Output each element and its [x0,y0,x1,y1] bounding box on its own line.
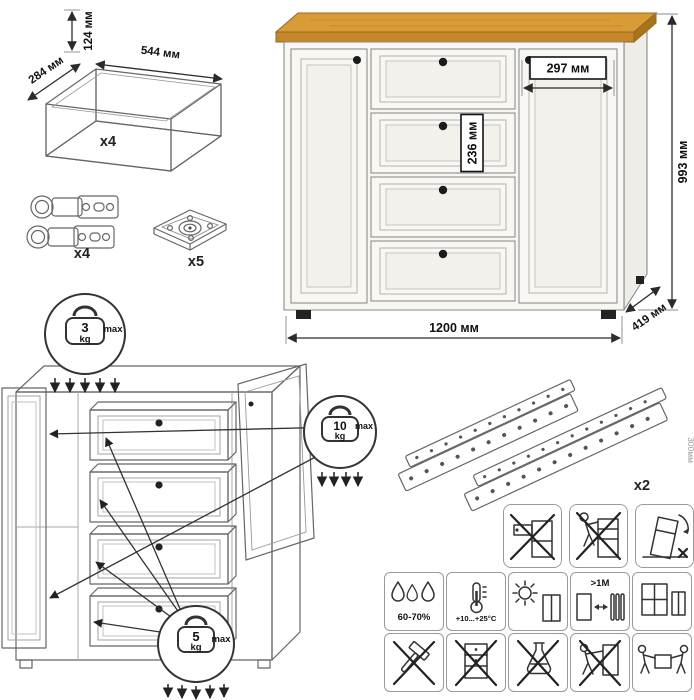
drawer-box-width-label: 544 мм [140,45,181,62]
feet-qty: x5 [188,254,204,270]
temperature-range-label: +10...+25°C [455,614,497,624]
door-load-badge: 10 kg max [303,395,377,488]
dresser-drawer-3 [370,176,516,238]
drawer-slide-icon [398,379,579,492]
dresser-drawer-4 [370,240,516,302]
drawer-box-wireframe [45,68,222,172]
no-impact-icon [384,633,444,692]
top-load-value: 3 [81,320,88,335]
feet-diagram: x5 [153,209,227,270]
care-icon-grid: 60-70% +10...+25°C >1M [384,572,692,692]
hinges-diagram: x4 [26,195,119,262]
drawer-slide-icon [464,387,668,512]
drawer-load-suffix: max [211,634,231,645]
drawer-knob [438,121,448,131]
height-dimension-label: 993 мм [676,141,690,184]
ventilation-icon [632,572,692,631]
temperature-icon: +10...+25°C [446,572,506,631]
open-drawer-stack [89,401,237,647]
top-load-suffix: max [103,324,123,335]
no-climbing-icon [569,504,628,568]
no-solvent-icon [508,633,568,692]
drawer-load-value: 5 [192,629,199,644]
drawer-box-depth-label: 284 мм [27,54,66,86]
drawer-height-label: 236 мм [466,122,480,165]
width-dimension-label: 1200 мм [429,321,479,335]
drawer-box-diagram: x4 124 мм 544 мм 284 мм [27,9,223,172]
drawer-knob [438,185,448,195]
no-drag-icon [446,633,506,692]
drawer-load-badge: 5 kg max [157,605,235,700]
dresser-right-door [518,48,618,304]
hinges-qty: x4 [74,246,90,262]
dresser-drawer-2 [370,112,516,174]
door-knob [353,56,361,64]
dresser-feet [296,276,644,319]
no-standing-on-drawer-icon [503,504,562,568]
hinge-icon [26,225,115,249]
foot-plate-icon [153,209,227,251]
door-load-suffix: max [355,421,373,431]
door-load-value: 10 [333,419,347,433]
load-limit-diagram: 3 kg max 10 kg max 5 kg max [1,293,377,700]
drawer-height-callout-box [460,113,484,173]
door-width-label: 297 мм [547,62,590,76]
warning-icon-row [503,504,694,568]
open-left-door [1,387,47,649]
dresser-wood-top [274,11,658,44]
dresser-side-panel [623,29,648,311]
no-push-alone-icon [570,633,630,692]
humidity-range-label: 60-70% [397,612,431,624]
anti-tip-icon [635,504,694,568]
drawer-box-qty: x4 [100,134,116,150]
heat-distance-label: >1M [590,578,610,590]
dresser-drawer-1 [370,48,516,110]
drawer-box-height-label: 124 мм [83,11,95,50]
depth-dimension-label: 419 мм [630,301,669,333]
slides-length-label: 300мм [686,437,694,463]
drawer-knob [438,57,448,67]
door-width-callout-box [529,56,607,80]
top-load-unit: kg [79,334,90,345]
dresser-left-door [290,48,368,304]
open-cabinet-wireframe [15,365,301,669]
heat-distance-icon: >1M [570,572,630,631]
open-right-door [237,363,315,561]
dresser-dimension-view: 993 мм 1200 мм 419 мм 297 мм 236 мм [274,11,690,344]
carry-two-people-icon [632,633,692,692]
humidity-icon: 60-70% [384,572,444,631]
sunlight-icon [508,572,568,631]
slides-qty: x2 [634,478,650,494]
hinge-icon [30,195,119,219]
door-load-unit: kg [335,431,346,441]
drawer-load-unit: kg [190,642,201,653]
top-load-badge: 3 kg max [44,293,126,394]
drawer-slides-diagram: x2 300мм [398,379,694,512]
drawer-knob [438,249,448,259]
